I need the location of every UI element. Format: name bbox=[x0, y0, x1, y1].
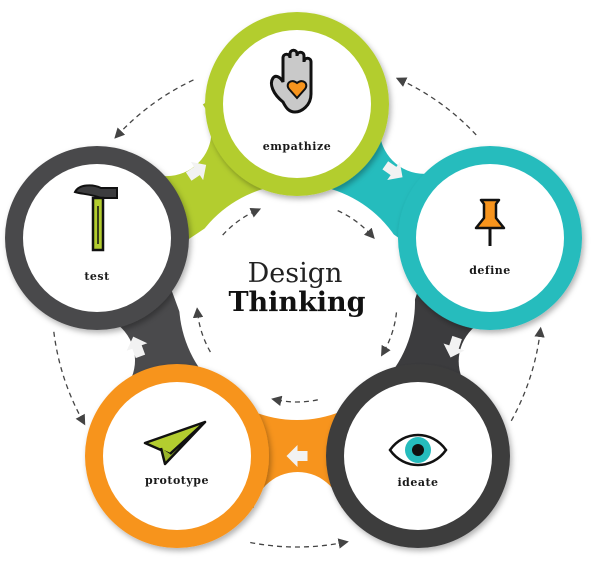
stage-test: test bbox=[73, 184, 118, 283]
eye-icon bbox=[388, 433, 448, 467]
flow-arrow-icon bbox=[126, 336, 148, 359]
inner-dashed-arrow-icon bbox=[381, 312, 398, 357]
center-area bbox=[179, 184, 415, 420]
outer-dashed-arrow-icon bbox=[53, 331, 86, 426]
outer-dashed-arrow-icon bbox=[395, 77, 477, 136]
paper-plane-icon bbox=[143, 420, 207, 466]
flow-arrows bbox=[126, 161, 465, 467]
inner-dashed-arrow-icon bbox=[222, 208, 262, 236]
hand-heart-icon bbox=[269, 48, 313, 114]
flow-arrow-icon bbox=[185, 161, 207, 181]
diagram-title: Design Thinking bbox=[228, 258, 365, 318]
pushpin-icon bbox=[474, 198, 506, 246]
stage-label: define bbox=[469, 264, 511, 277]
dashed-cycle-arrows bbox=[53, 77, 545, 549]
title-line-1: Design bbox=[248, 258, 343, 289]
flow-arrow-icon bbox=[443, 335, 465, 358]
stage-label: empathize bbox=[263, 140, 331, 153]
inner-dashed-arrow-icon bbox=[192, 307, 211, 353]
stage-label: test bbox=[84, 270, 110, 283]
stage-label: prototype bbox=[145, 474, 209, 487]
outer-dashed-arrow-icon bbox=[250, 538, 349, 549]
flow-arrow-icon bbox=[286, 445, 308, 467]
stage-empathize: empathize bbox=[263, 48, 331, 153]
stage-define: define bbox=[469, 198, 511, 277]
flow-arrow-icon bbox=[382, 161, 403, 181]
outer-dashed-arrow-icon bbox=[114, 79, 194, 139]
stage-prototype: prototype bbox=[143, 420, 209, 487]
hammer-icon bbox=[73, 184, 118, 252]
inner-dashed-arrow-icon bbox=[337, 210, 375, 239]
prototype-circle bbox=[103, 382, 251, 530]
outer-dashed-arrow-icon bbox=[510, 326, 545, 422]
stage-label: ideate bbox=[397, 476, 438, 489]
title-line-2: Thinking bbox=[228, 287, 365, 318]
stage-ideate: ideate bbox=[388, 433, 448, 489]
inner-dashed-arrow-icon bbox=[271, 395, 318, 406]
